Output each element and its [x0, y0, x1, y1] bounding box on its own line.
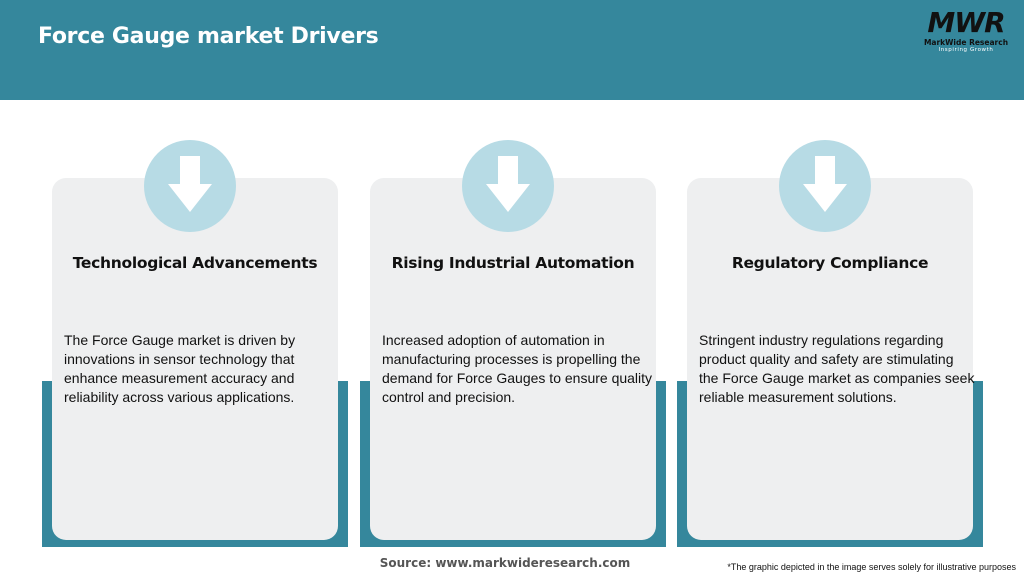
driver-card: Rising Industrial Automation Increased a…: [360, 140, 666, 548]
logo-name: MarkWide Research: [923, 38, 1009, 47]
driver-card: Technological Advancements The Force Gau…: [42, 140, 348, 548]
card-title: Technological Advancements: [72, 254, 318, 272]
source-link[interactable]: Source: www.markwideresearch.com: [379, 556, 631, 570]
down-arrow-icon: [779, 140, 871, 232]
header-banner: Force Gauge market Drivers MWR MarkWide …: [0, 0, 1024, 100]
page-title: Force Gauge market Drivers: [38, 24, 379, 49]
card-text: Increased adoption of automation in manu…: [382, 332, 653, 405]
logo-mark: MWR: [927, 6, 1005, 39]
card-panel: [52, 178, 338, 540]
down-arrow-icon: [144, 140, 236, 232]
driver-card: Regulatory Compliance Stringent industry…: [677, 140, 983, 548]
card-text: Stringent industry regulations regarding…: [699, 332, 975, 405]
logo-tagline: Inspiring Growth: [938, 47, 994, 53]
disclaimer-note: *The graphic depicted in the image serve…: [727, 562, 1016, 572]
down-arrow-icon: [462, 140, 554, 232]
card-title: Rising Industrial Automation: [391, 254, 635, 272]
card-text: The Force Gauge market is driven by inno…: [64, 332, 296, 405]
card-title: Regulatory Compliance: [731, 254, 929, 272]
brand-logo: MWR MarkWide Research Inspiring Growth: [916, 8, 1016, 58]
card-panel: [370, 178, 656, 540]
card-panel: [687, 178, 973, 540]
